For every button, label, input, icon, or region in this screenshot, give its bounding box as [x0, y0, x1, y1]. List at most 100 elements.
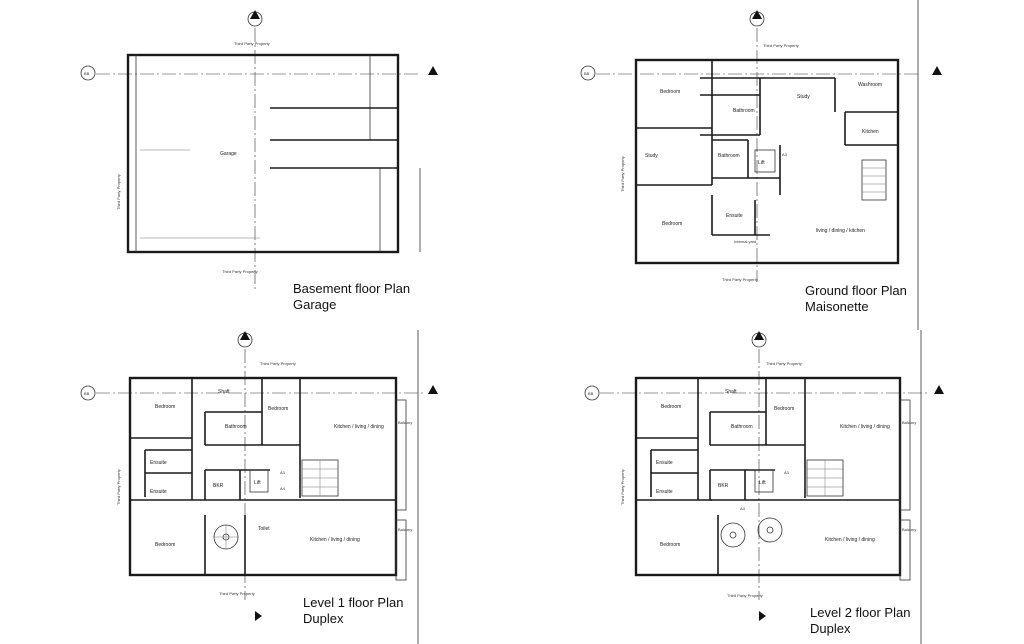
- balcony-bottom-level1: [395, 519, 407, 581]
- room-balcony-top: Balcony: [398, 420, 412, 425]
- level1-caption-title: Level 1 floor Plan: [303, 595, 403, 610]
- room-lift: Lift: [758, 160, 765, 166]
- room-bedroom-2: Bedroom: [662, 221, 682, 227]
- room-kitchen: Kitchen: [862, 129, 879, 135]
- room-label-garage: Garage: [220, 151, 237, 157]
- room-a3: A3: [280, 470, 286, 475]
- room-shaft: Shaft: [725, 389, 737, 395]
- room-a3: A3: [782, 152, 788, 157]
- room-kitchen-bottom: Kitchen / living / dining: [825, 537, 875, 543]
- third-party-left: Third Party Property: [116, 174, 121, 210]
- room-balcony-bottom: Balcony: [398, 527, 412, 532]
- section-arrow-icon: [932, 66, 942, 75]
- room-bathroom-2: Bathroom: [718, 153, 740, 159]
- section-marker-left-level1: BB: [80, 385, 438, 401]
- room-balcony-top: Balcony: [902, 420, 916, 425]
- section-marker-left-ground: BB: [580, 65, 942, 81]
- section-marker-top-level2: [751, 331, 767, 600]
- section-marker-left-level2: BB: [584, 385, 944, 401]
- room-a4: A4: [740, 506, 746, 511]
- third-party-left: Third Party Property: [620, 156, 625, 192]
- room-ensuite-1: Ensuite: [150, 460, 167, 466]
- room-ensuite: Ensuite: [726, 213, 743, 219]
- room-internal-yard: Internal yard: [734, 239, 756, 244]
- room-ensuite-2: Ensuite: [150, 489, 167, 495]
- section-marker-top-basement: [247, 10, 263, 290]
- third-party-bottom: Third Party Property: [219, 591, 255, 596]
- balcony-top-level1: [395, 399, 407, 511]
- room-washroom: Washroom: [858, 82, 882, 88]
- room-study-2: Study: [645, 153, 658, 159]
- room-a3: A3: [784, 470, 790, 475]
- svg-text:BB: BB: [584, 71, 590, 76]
- room-kitchen-top: Kitchen / living / dining: [334, 424, 384, 430]
- third-party-top: Third Party Property: [763, 43, 799, 48]
- room-bathroom: Bathroom: [225, 424, 247, 430]
- ground-outline: [634, 58, 900, 265]
- room-bedroom-1: Bedroom: [661, 404, 681, 410]
- room-balcony-bottom: Balcony: [902, 527, 916, 532]
- lift-level2: [754, 469, 774, 493]
- basement-caption-title: Basement floor Plan: [293, 281, 410, 296]
- room-ensuite-1: Ensuite: [656, 460, 673, 466]
- third-party-left: Third Party Property: [116, 469, 121, 505]
- room-lift: Lift: [254, 480, 261, 486]
- level2-caption-title: Level 2 floor Plan: [810, 605, 910, 620]
- ground-plan: BB Bedroom Ba: [580, 0, 942, 330]
- svg-text:BB: BB: [588, 391, 594, 396]
- spiral-stairs-level2: [720, 517, 783, 548]
- room-bkr: BKR: [718, 483, 729, 489]
- room-bedroom-3: Bedroom: [155, 542, 175, 548]
- room-bedroom-1: Bedroom: [660, 89, 680, 95]
- room-bathroom-1: Bathroom: [733, 108, 755, 114]
- section-marker-top-ground: [749, 10, 765, 282]
- room-bathroom: Bathroom: [731, 424, 753, 430]
- room-bedroom-2: Bedroom: [268, 406, 288, 412]
- section-arrow-bottom-icon: [759, 611, 766, 621]
- stair-level1: [301, 459, 339, 497]
- room-shaft: Shaft: [218, 389, 230, 395]
- svg-text:BB: BB: [84, 71, 90, 76]
- basement-plan: BB Garage Third Party Property Third Par…: [80, 10, 438, 312]
- room-bedroom-1: Bedroom: [155, 404, 175, 410]
- third-party-top: Third Party Property: [234, 41, 270, 46]
- room-bedroom-2: Bedroom: [774, 406, 794, 412]
- third-party-bottom: Third Party Property: [727, 593, 763, 598]
- stair-ground: [861, 159, 887, 201]
- third-party-left: Third Party Property: [620, 469, 625, 505]
- third-party-top: Third Party Property: [260, 361, 296, 366]
- room-kitchen-bottom: Kitchen / living / dining: [310, 537, 360, 543]
- basement-caption-subtitle: Garage: [293, 297, 336, 312]
- lift-level1: [249, 469, 269, 493]
- garage-outline: [126, 53, 400, 254]
- level1-plan: BB: [80, 330, 438, 644]
- room-kitchen-top: Kitchen / living / dining: [840, 424, 890, 430]
- stair-level2: [806, 459, 844, 497]
- ground-caption-title: Ground floor Plan: [805, 283, 907, 298]
- level1-caption-subtitle: Duplex: [303, 611, 344, 626]
- balcony-top-level2: [899, 399, 911, 511]
- room-bedroom-3: Bedroom: [660, 542, 680, 548]
- level2-caption-subtitle: Duplex: [810, 621, 851, 636]
- section-arrow-bottom-icon: [255, 611, 262, 621]
- section-arrow-icon: [934, 385, 944, 394]
- section-arrow-icon: [428, 385, 438, 394]
- room-study: Study: [797, 94, 810, 100]
- room-toilet: Toilet: [258, 526, 270, 532]
- third-party-bottom: Third Party Property: [722, 277, 758, 282]
- room-ensuite-2: Ensuite: [656, 489, 673, 495]
- room-bkr: BKR: [213, 483, 224, 489]
- spiral-stair-level1: [213, 524, 239, 550]
- ground-caption-subtitle: Maisonette: [805, 299, 869, 314]
- balcony-bottom-level2: [899, 519, 911, 581]
- room-living: living / dining / kitchen: [816, 228, 865, 234]
- room-a4: A4: [280, 486, 286, 491]
- third-party-bottom: Third Party Property: [222, 269, 258, 274]
- room-lift: Lift: [759, 480, 766, 486]
- third-party-top: Third Party Property: [766, 361, 802, 366]
- section-arrow-icon: [428, 66, 438, 75]
- svg-text:BB: BB: [84, 391, 90, 396]
- lift-ground: [754, 149, 776, 173]
- section-marker-left-basement: BB: [80, 65, 438, 81]
